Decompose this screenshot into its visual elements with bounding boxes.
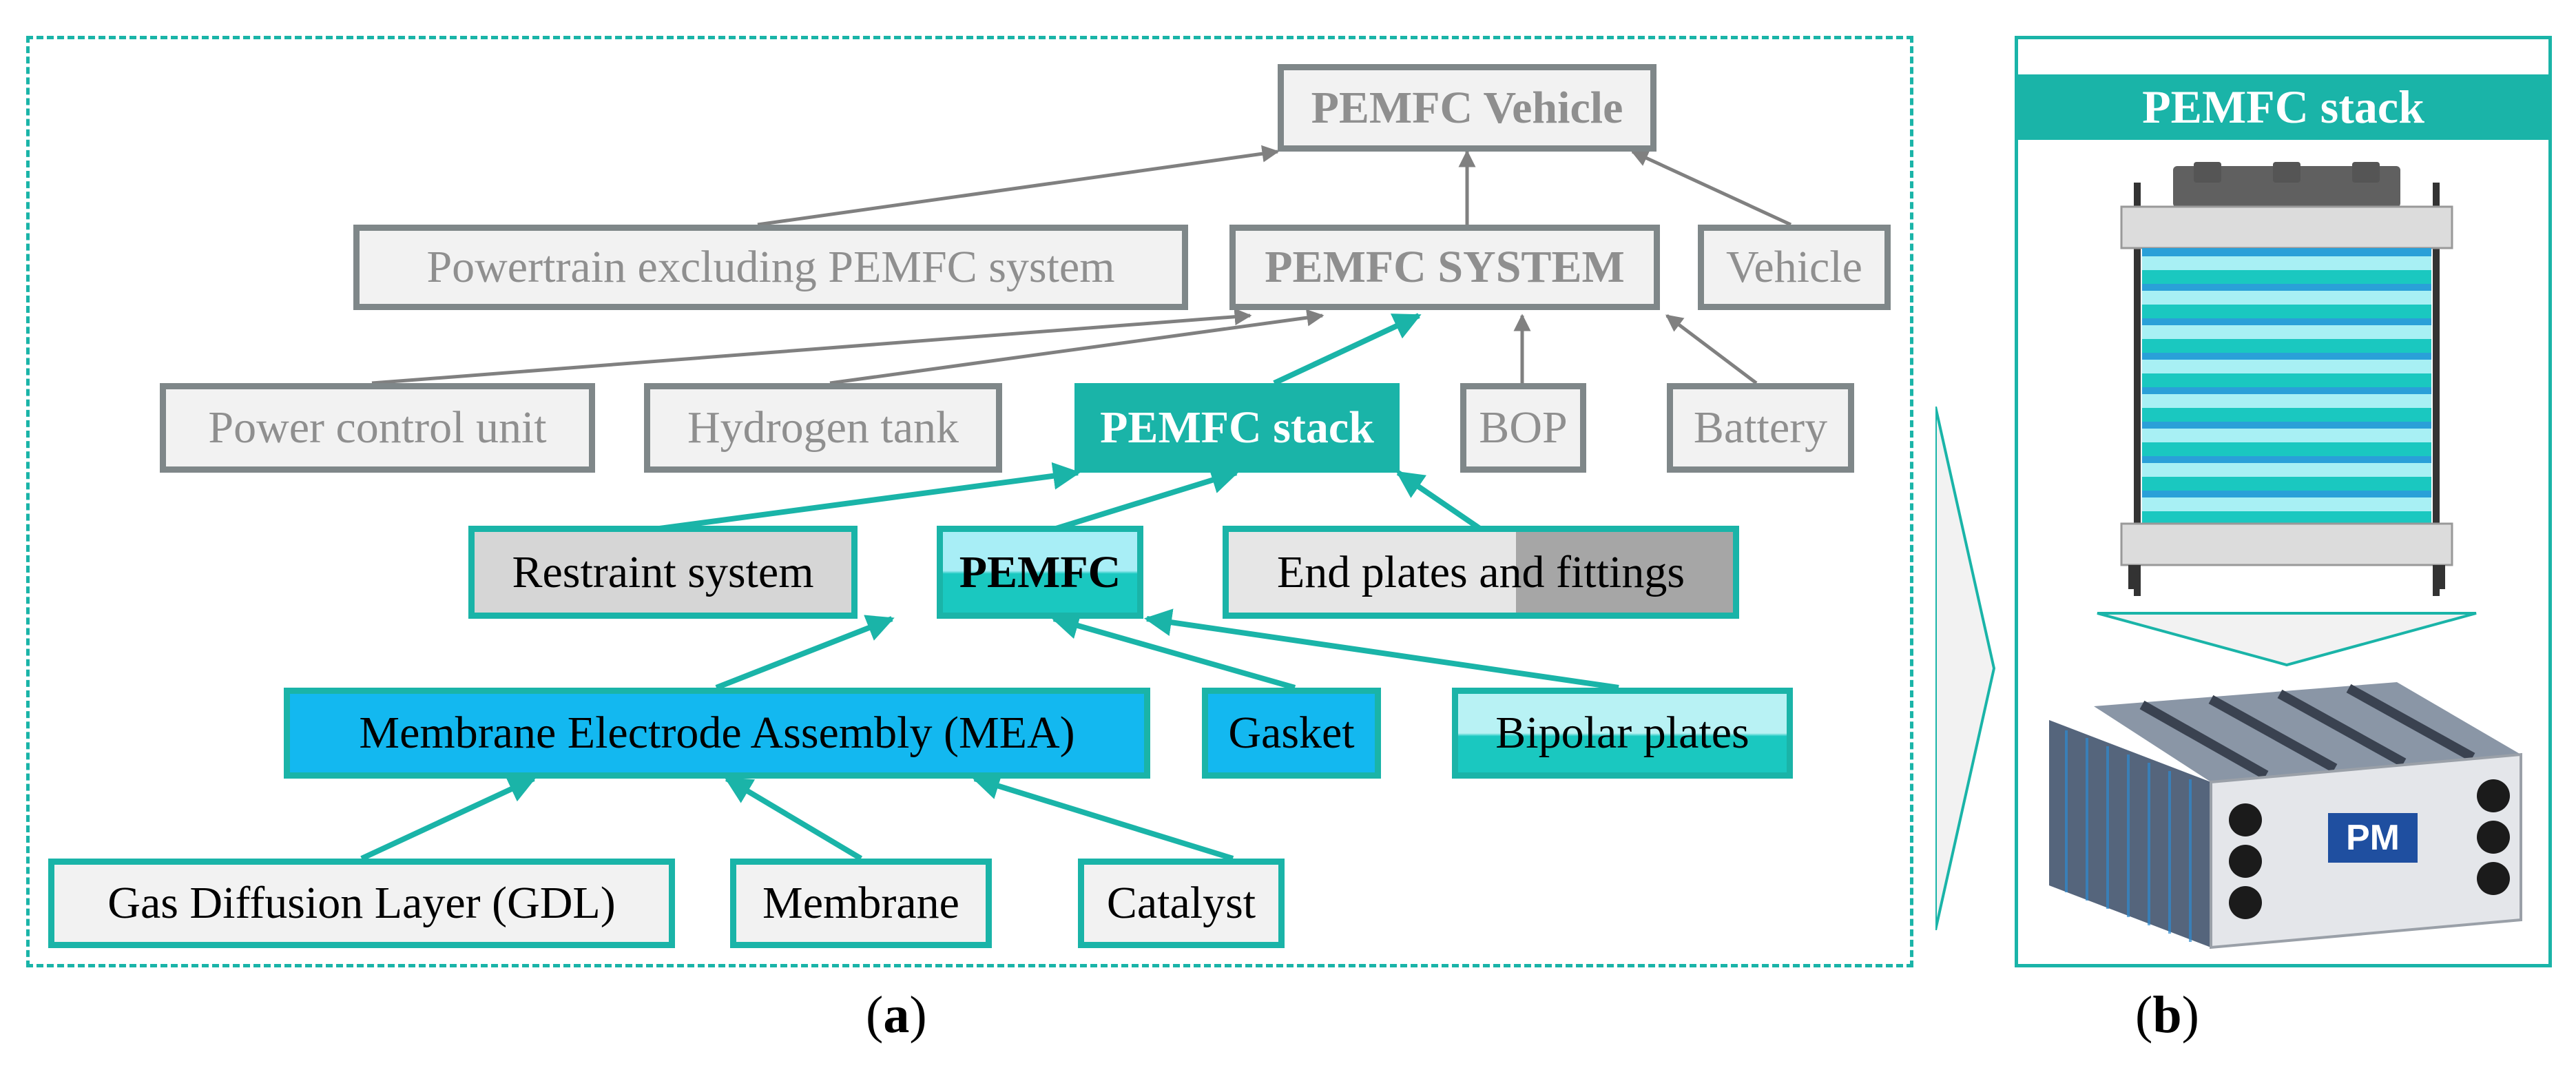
node-pemfc-stack: PEMFC stack [1074, 383, 1400, 473]
node-vehicle: Vehicle [1698, 225, 1891, 310]
node-end-plates: End plates and fittings [1223, 526, 1739, 619]
arrow-battery-system [1665, 314, 1758, 384]
node-gdl: Gas Diffusion Layer (GDL) [48, 859, 675, 948]
arrow-gdl-mea [360, 776, 537, 861]
node-powertrain: Powertrain excluding PEMFC system [353, 225, 1188, 310]
panel-b-frame [2015, 36, 2552, 967]
arrow-catalyst-mea [972, 772, 1234, 861]
stack-product-photo: PM [2049, 682, 2522, 949]
arrow-restraint-stack [654, 462, 1081, 532]
node-bop: BOP [1460, 383, 1586, 473]
node-pemfc: PEMFC [937, 526, 1143, 619]
panel-a-label: (a) [866, 986, 927, 1044]
arrow-membrane-mea [724, 776, 863, 861]
node-membrane: Membrane [730, 859, 992, 948]
panel-transition-arrow [1935, 407, 1996, 930]
node-battery: Battery [1667, 383, 1854, 473]
arrow-stack-system [1273, 313, 1422, 386]
arrow-powertrain-vehicle [757, 145, 1280, 227]
node-catalyst: Catalyst [1078, 859, 1285, 948]
arrow-endplates-stack [1395, 470, 1483, 532]
arrow-bipolar-pemfc [1144, 608, 1619, 690]
node-power-control-unit: Power control unit [160, 383, 595, 473]
arrow-pemfc-stack [1052, 466, 1239, 532]
arrow-gasket-pemfc [1051, 612, 1296, 690]
panel-b-label: (b) [2135, 986, 2199, 1044]
panel-b-title: PEMFC stack [2018, 74, 2548, 140]
node-pemfc-system: PEMFC SYSTEM [1229, 225, 1660, 310]
arrow-vehicle-vehicle [1630, 150, 1792, 227]
logo-text: PM [2346, 818, 2400, 858]
node-gasket: Gasket [1202, 688, 1381, 779]
node-bipolar-plates: Bipolar plates [1452, 688, 1793, 779]
arrow-hydrogen-system [829, 309, 1325, 385]
arrow-mea-pemfc [715, 615, 895, 690]
node-pemfc-vehicle: PEMFC Vehicle [1278, 64, 1656, 152]
arrow-powercontrol-system [371, 308, 1252, 385]
panel-a-frame [26, 36, 1913, 967]
stack-schematic-illustration [2120, 162, 2453, 596]
node-hydrogen-tank: Hydrogen tank [644, 383, 1002, 473]
node-restraint-system: Restraint system [468, 526, 858, 619]
node-mea: Membrane Electrode Assembly (MEA) [284, 688, 1150, 779]
down-arrow-wedge [2097, 612, 2477, 667]
